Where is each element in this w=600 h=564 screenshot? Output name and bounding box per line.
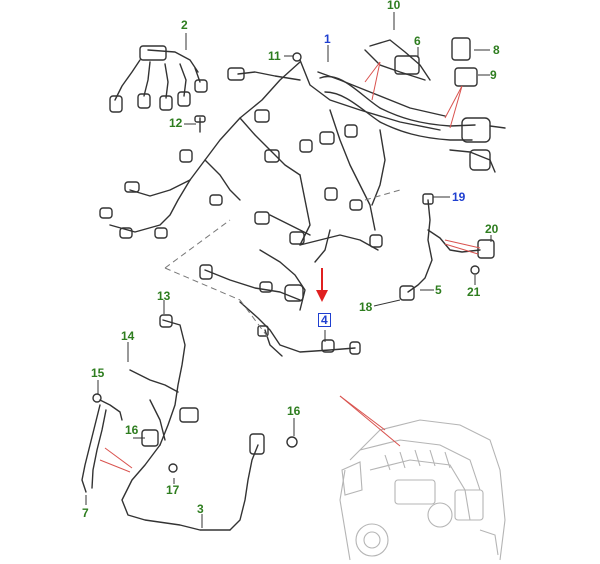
connector-9-part: [454, 67, 478, 87]
callout-3: 3: [197, 502, 204, 516]
callout-14: 14: [121, 329, 135, 343]
callout-1: 1: [324, 32, 331, 46]
engine-harness-part: [99, 59, 446, 311]
callout-8: 8: [493, 43, 500, 57]
connector-8-part: [451, 37, 471, 61]
transmission-harness-part: [121, 314, 265, 531]
bracket-part: [364, 39, 431, 81]
leader-lines: [99, 61, 481, 473]
lower-harness-branch-part: [239, 301, 361, 357]
engine-illustration: [339, 419, 506, 561]
callout-5: 5: [435, 283, 442, 297]
locator-lines: [164, 189, 401, 341]
stud-11-part: [292, 52, 302, 62]
callout-leaders: [85, 12, 492, 528]
callout-2: 2: [181, 18, 188, 32]
callout-9: 9: [490, 68, 497, 82]
callout-20: 20: [485, 222, 499, 236]
callout-4: 4: [318, 313, 331, 327]
callout-17: 17: [166, 483, 180, 497]
callout-7: 7: [82, 506, 89, 520]
callout-11: 11: [268, 49, 281, 63]
callout-15: 15: [91, 366, 105, 380]
callout-13: 13: [157, 289, 171, 303]
bracket-15-part: [81, 393, 123, 493]
callout-16: 16: [287, 404, 301, 418]
callout-10: 10: [387, 0, 401, 12]
callout-6: 6: [414, 34, 421, 48]
callout-12: 12: [169, 116, 183, 130]
callout-21: 21: [467, 285, 481, 299]
callout-19: 19: [452, 190, 466, 204]
callout-18: 18: [359, 300, 373, 314]
fastener-17-part: [168, 463, 178, 473]
harness-conduit-part: [319, 75, 506, 173]
callout-16b: 16: [125, 423, 139, 437]
red-down-arrow-icon: [316, 268, 328, 302]
fastener-16-part: [286, 436, 298, 448]
injector-harness-part: [109, 45, 208, 113]
